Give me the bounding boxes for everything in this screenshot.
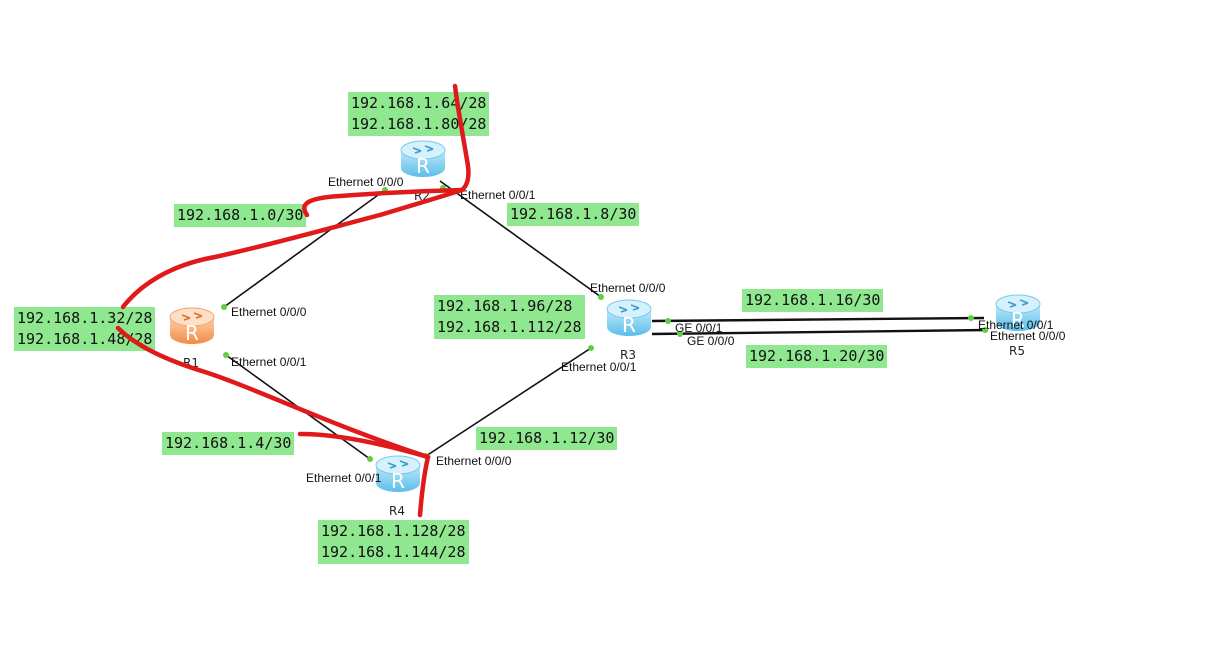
network-label-line: 192.168.1.144/28	[321, 543, 466, 561]
port-dot-r4-e000	[423, 453, 429, 459]
network-label-r3-r4: 192.168.1.12/30	[476, 427, 618, 450]
router-icon-letter: R	[185, 321, 199, 345]
port-label-r3-ge000: GE 0/0/0	[687, 334, 735, 348]
router-r3[interactable]: R	[605, 297, 653, 337]
port-label-r2-e001: Ethernet 0/0/1	[460, 188, 536, 202]
port-dot-r3-ge001	[665, 318, 671, 324]
router-label-r4: R4	[389, 504, 405, 518]
port-label-r5-e001: Ethernet 0/0/1	[978, 318, 1054, 332]
router-label-r3: R3	[620, 348, 636, 362]
port-label-r1-e001: Ethernet 0/0/1	[231, 355, 307, 369]
network-label-line: 192.168.1.4/30	[165, 434, 292, 452]
router-icon: R	[169, 307, 215, 345]
router-r1[interactable]: R	[168, 305, 216, 345]
network-label-line: 192.168.1.64/28	[351, 94, 487, 112]
router-icon-letter: R	[622, 313, 636, 337]
router-r2[interactable]: R	[399, 138, 447, 178]
link-r3-r5-ge001[interactable]	[651, 316, 985, 323]
network-label-r3-lan: 192.168.1.96/28 192.168.1.112/28	[434, 295, 585, 339]
network-label-line: 192.168.1.80/28	[351, 115, 487, 133]
port-dot-r5-e001	[968, 315, 974, 321]
port-label-r3-ge001: GE 0/0/1	[675, 321, 723, 335]
network-label-r1-lan: 192.168.1.32/28 192.168.1.48/28	[14, 307, 156, 351]
router-label-r2: R2	[414, 189, 430, 203]
network-label-line: 192.168.1.48/28	[17, 330, 153, 348]
network-label-r2-lan: 192.168.1.64/28 192.168.1.80/28	[348, 92, 490, 136]
port-dot-r1-e000	[221, 304, 227, 310]
link-r2-r3[interactable]	[439, 180, 602, 298]
link-r4-r3[interactable]	[425, 347, 592, 457]
network-label-r3-r5-a: 192.168.1.16/30	[742, 289, 884, 312]
router-icon: R	[400, 140, 446, 178]
link-r3-r5-ge000[interactable]	[651, 328, 989, 336]
port-label-r4-e001: Ethernet 0/0/1	[306, 471, 382, 485]
network-label-line: 192.168.1.12/30	[479, 429, 615, 447]
router-icon-letter: R	[416, 154, 430, 178]
port-dot-r3-e000	[598, 294, 604, 300]
router-label-r1: R1	[183, 356, 199, 370]
port-label-r1-e000: Ethernet 0/0/0	[231, 305, 307, 319]
network-label-r4-lan: 192.168.1.128/28 192.168.1.144/28	[318, 520, 469, 564]
router-icon-letter: R	[1011, 308, 1025, 332]
network-label-line: 192.168.1.96/28	[437, 297, 573, 315]
network-label-line: 192.168.1.20/30	[749, 347, 885, 365]
network-label-line: 192.168.1.8/30	[510, 205, 637, 223]
network-label-line: 192.168.1.112/28	[437, 318, 582, 336]
port-label-r2-e000: Ethernet 0/0/0	[328, 175, 404, 189]
port-label-r3-e000: Ethernet 0/0/0	[590, 281, 666, 295]
port-label-r4-e000: Ethernet 0/0/0	[436, 454, 512, 468]
port-dot-r5-e000	[982, 327, 988, 333]
network-label-line: 192.168.1.128/28	[321, 522, 466, 540]
port-dot-r1-e001	[223, 352, 229, 358]
router-r5[interactable]: R	[994, 292, 1042, 332]
network-label-r2-r3: 192.168.1.8/30	[507, 203, 640, 226]
port-dot-r2-e001	[440, 185, 446, 191]
port-label-r5-e000: Ethernet 0/0/0	[990, 329, 1066, 343]
router-icon-letter: R	[391, 469, 405, 493]
router-icon: R	[995, 294, 1041, 332]
network-label-line: 192.168.1.16/30	[745, 291, 881, 309]
router-icon: R	[606, 299, 652, 337]
port-label-r3-e001: Ethernet 0/0/1	[561, 360, 637, 374]
port-dot-r4-e001	[367, 456, 373, 462]
router-label-r5: R5	[1009, 344, 1025, 358]
port-dot-r3-ge000	[677, 331, 683, 337]
network-label-line: 192.168.1.0/30	[177, 206, 304, 224]
network-label-r3-r5-b: 192.168.1.20/30	[746, 345, 888, 368]
port-dot-r3-e001	[588, 345, 594, 351]
network-label-line: 192.168.1.32/28	[17, 309, 153, 327]
network-label-r1-r2: 192.168.1.0/30	[174, 204, 307, 227]
network-label-r1-r4: 192.168.1.4/30	[162, 432, 295, 455]
